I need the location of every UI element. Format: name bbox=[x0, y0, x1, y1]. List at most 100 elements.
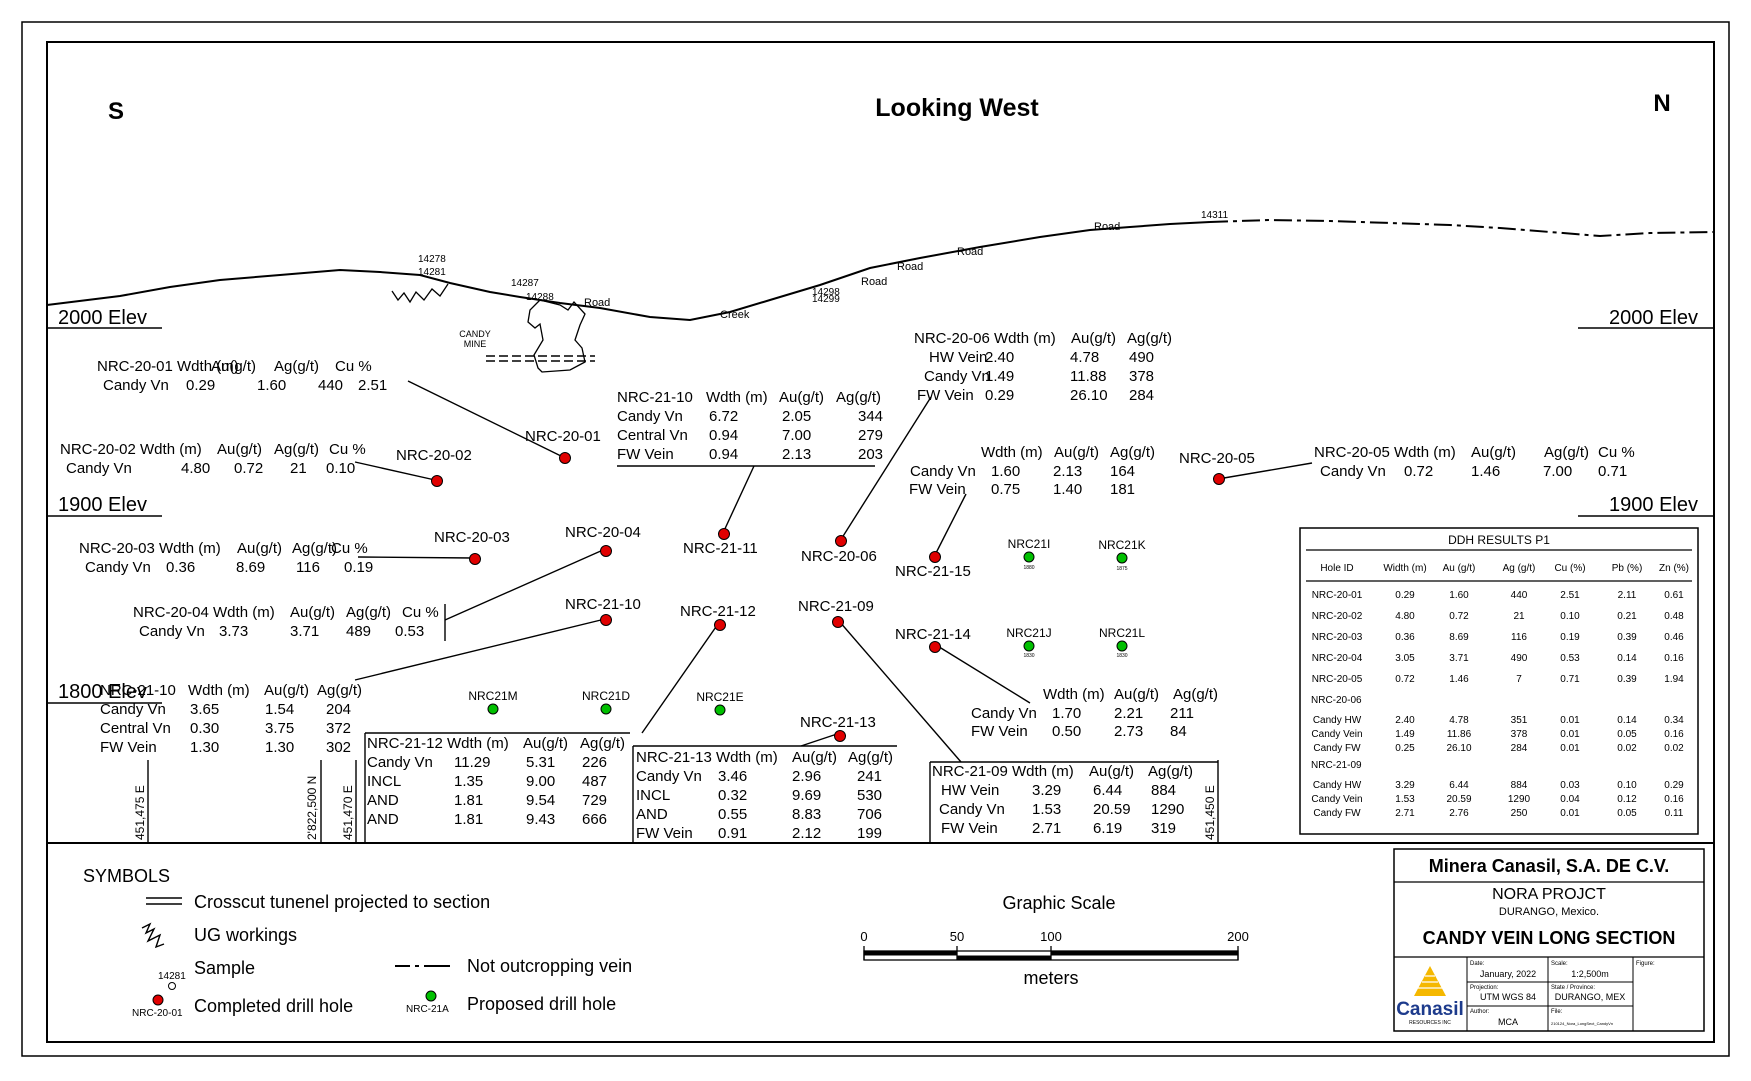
ddh-cell-10-3: 884 bbox=[1511, 780, 1528, 791]
leader-lines bbox=[147, 380, 1313, 843]
hole-nrc2006[interactable] bbox=[835, 535, 847, 547]
legend-proposed-id: NRC-21A bbox=[406, 1004, 449, 1015]
assay-cell-nrc2006-1-1: 1.49 bbox=[985, 368, 1014, 385]
assay-cell-nrc2110a-2-3: 203 bbox=[858, 446, 883, 463]
assay-header-nrc2112-2: Ag(g/t) bbox=[580, 735, 625, 752]
label-nrc2006: NRC-20-06 bbox=[801, 548, 877, 565]
assay-cell-nrc2110b-0-0: Candy Vn bbox=[100, 701, 166, 718]
ddh-cell-8-4: 0.01 bbox=[1560, 743, 1580, 754]
hole-nrc21m[interactable] bbox=[487, 703, 499, 715]
assay-header-nrc2001-0: NRC-20-01 Wdth (m) bbox=[97, 358, 239, 375]
ddh-cell-1-4: 0.10 bbox=[1560, 611, 1580, 622]
grid-label-451470: 451,470 E bbox=[341, 785, 355, 840]
assay-cell-nrc2113-3-0: FW Vein bbox=[636, 825, 693, 842]
assay-cell-nrc2110a-2-2: 2.13 bbox=[782, 446, 811, 463]
hole-nrc2112[interactable] bbox=[714, 619, 726, 631]
hole-nrc2115[interactable] bbox=[929, 551, 941, 563]
hole-nrc2110[interactable] bbox=[600, 614, 612, 626]
author-value: MCA bbox=[1498, 1017, 1518, 1027]
assay-cell-nrc2006-1-2: 11.88 bbox=[1070, 368, 1106, 385]
ddh-cell-5-0: NRC-20-06 bbox=[1311, 695, 1362, 706]
outer-frame bbox=[21, 21, 1730, 1057]
hole-nrc21d[interactable] bbox=[600, 703, 612, 715]
elev-1900-right: 1900 Elev bbox=[1609, 494, 1698, 516]
hole-nrc21k[interactable] bbox=[1116, 552, 1128, 564]
assay-cell-nrc2110b-0-2: 1.54 bbox=[265, 701, 294, 718]
assay-header-nrc2002-1: Au(g/t) bbox=[217, 441, 262, 458]
topography-line bbox=[46, 221, 1211, 322]
assay-cell-nrc2109-0-3: 884 bbox=[1151, 782, 1176, 799]
hole-nrc2111[interactable] bbox=[718, 528, 730, 540]
proposed-drill-holes bbox=[487, 551, 1128, 716]
assay-cell-nrc2113-2-3: 706 bbox=[857, 806, 882, 823]
assay-cell-nrc2112-1-3: 487 bbox=[582, 773, 607, 790]
hole-nrc2005[interactable] bbox=[1213, 473, 1225, 485]
scale-tick-50: 50 bbox=[950, 929, 964, 944]
ddh-cell-11-0: Candy Vein bbox=[1311, 794, 1362, 805]
scale-seg-0-50 bbox=[864, 951, 957, 956]
hole-nrc2114[interactable] bbox=[929, 641, 941, 653]
title-block-border bbox=[1393, 848, 1705, 1032]
assay-cell-nrc2115-0-1: 1.60 bbox=[991, 463, 1020, 480]
assay-cell-nrc2109-0-2: 6.44 bbox=[1093, 782, 1122, 799]
assay-cell-nrc2110a-1-0: Central Vn bbox=[617, 427, 688, 444]
hole-nrc2001[interactable] bbox=[559, 452, 571, 464]
leader-nrc2112 bbox=[641, 623, 719, 734]
ddh-cell-8-2: 26.10 bbox=[1446, 743, 1471, 754]
assay-cell-nrc2001-0-0: Candy Vn bbox=[103, 377, 169, 394]
label-nrc2003: NRC-20-03 bbox=[434, 529, 510, 546]
hole-nrc21l[interactable] bbox=[1116, 640, 1128, 652]
logo-subtext: RESOURCES INC bbox=[1409, 1020, 1451, 1026]
elev-1900-left: 1900 Elev bbox=[58, 494, 147, 516]
ddh-cell-2-1: 0.36 bbox=[1395, 632, 1415, 643]
assay-cell-nrc2109-2-1: 2.71 bbox=[1032, 820, 1061, 837]
ddh-cell-1-6: 0.48 bbox=[1664, 611, 1684, 622]
hole-nrc2113[interactable] bbox=[834, 730, 846, 742]
assay-header-nrc2109-1: Au(g/t) bbox=[1089, 763, 1134, 780]
ddh-cell-4-1: 0.72 bbox=[1395, 674, 1415, 685]
assay-cell-nrc2006-0-1: 2.40 bbox=[985, 349, 1014, 366]
assay-header-nrc2005-1: Au(g/t) bbox=[1471, 444, 1516, 461]
hole-nrc2004[interactable] bbox=[600, 545, 612, 557]
ddh-cell-6-0: Candy HW bbox=[1313, 715, 1362, 726]
hole-nrc21i[interactable] bbox=[1023, 551, 1035, 563]
ug-workings-symbol bbox=[141, 922, 165, 949]
ddh-cell-7-6: 0.16 bbox=[1664, 729, 1684, 740]
assay-cell-nrc2115-0-0: Candy Vn bbox=[910, 463, 976, 480]
ddh-cell-7-1: 1.49 bbox=[1395, 729, 1415, 740]
ddh-cell-3-6: 0.16 bbox=[1664, 653, 1684, 664]
ddh-cell-7-0: Candy Vein bbox=[1311, 729, 1362, 740]
file-value: 210124_Nora_LongSect_CandyVn bbox=[1551, 1021, 1613, 1026]
assay-cell-nrc2115-1-0: FW Vein bbox=[909, 481, 966, 498]
hole-nrc21e[interactable] bbox=[714, 704, 726, 716]
sample-symbol bbox=[168, 982, 176, 990]
ddh-cell-0-0: NRC-20-01 bbox=[1312, 590, 1363, 601]
assay-cell-nrc2003-0-1: 0.36 bbox=[166, 559, 195, 576]
ddh-cell-10-4: 0.03 bbox=[1560, 780, 1580, 791]
assay-cell-nrc2110b-1-0: Central Vn bbox=[100, 720, 171, 737]
assay-cell-nrc2113-0-3: 241 bbox=[857, 768, 882, 785]
leader-nrc2115 bbox=[934, 493, 967, 556]
ddh-cell-6-5: 0.14 bbox=[1617, 715, 1637, 726]
assay-header-nrc2114-1: Au(g/t) bbox=[1114, 686, 1159, 703]
hole-nrc2109[interactable] bbox=[832, 616, 844, 628]
ddh-cell-12-4: 0.01 bbox=[1560, 808, 1580, 819]
sample-14298: 14298 bbox=[812, 287, 840, 298]
ddh-cell-4-2: 1.46 bbox=[1449, 674, 1469, 685]
legend-title: SYMBOLS bbox=[83, 866, 170, 886]
assay-header-nrc2113-1: Au(g/t) bbox=[792, 749, 837, 766]
logo-text: Canasil bbox=[1396, 999, 1464, 1020]
assay-cell-nrc2002-0-0: Candy Vn bbox=[66, 460, 132, 477]
not-outcropping-vein bbox=[1209, 218, 1715, 238]
leader-nrc2110-lower bbox=[354, 618, 606, 681]
ddh-cell-11-1: 1.53 bbox=[1395, 794, 1415, 805]
assay-cell-nrc2001-0-4: 2.51 bbox=[358, 377, 387, 394]
assay-cell-nrc2113-0-2: 2.96 bbox=[792, 768, 821, 785]
ddh-cell-7-5: 0.05 bbox=[1617, 729, 1637, 740]
hole-nrc2003[interactable] bbox=[469, 553, 481, 565]
hole-nrc21j[interactable] bbox=[1023, 640, 1035, 652]
assay-cell-nrc2110b-2-3: 302 bbox=[326, 739, 351, 756]
assay-cell-nrc2110b-1-1: 0.30 bbox=[190, 720, 219, 737]
ddh-cell-3-1: 3.05 bbox=[1395, 653, 1415, 664]
hole-nrc2002[interactable] bbox=[431, 475, 443, 487]
